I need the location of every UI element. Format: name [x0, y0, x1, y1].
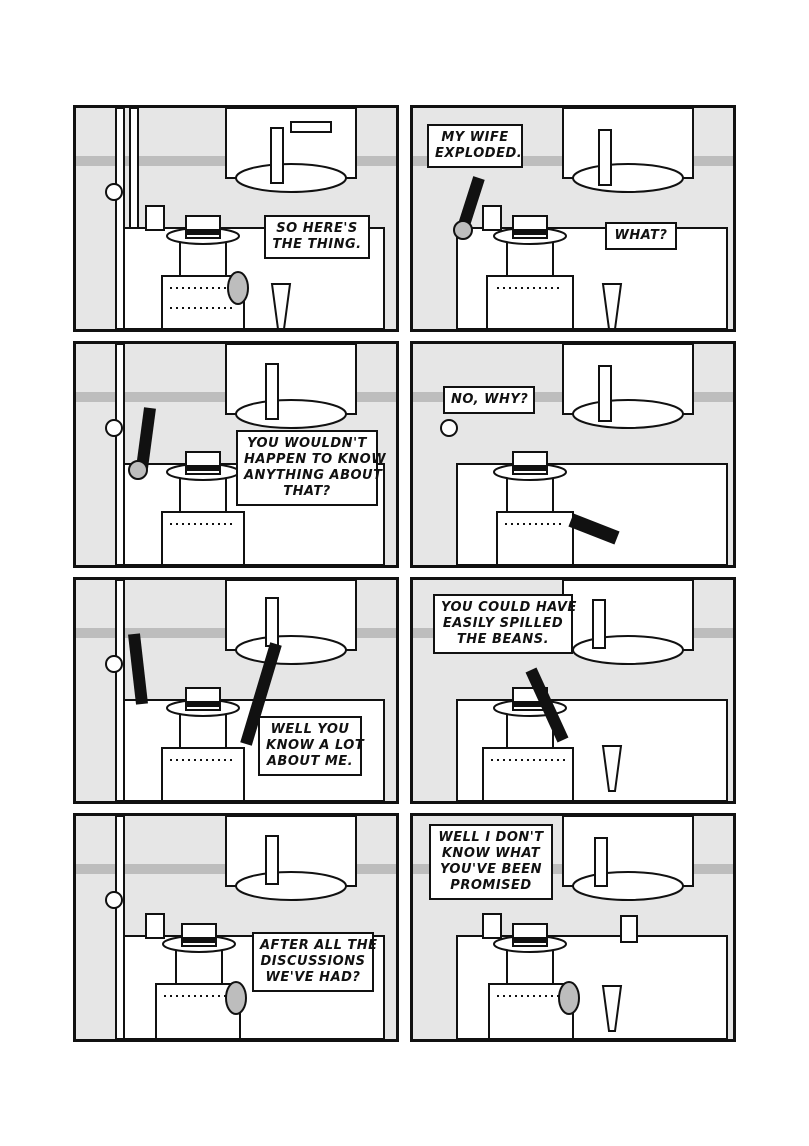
- speech-bubble: YOU COULD HAVE EASILY SPILLED THE BEANS.: [433, 594, 577, 654]
- lab-scene-illustration: [413, 344, 733, 565]
- speech-bubble: WELL YOU KNOW A LOT ABOUT ME.: [258, 716, 365, 776]
- speech-line: HAPPEN TO KNOW: [244, 452, 387, 467]
- speech-bubble: NO, WHY?: [443, 386, 535, 414]
- comic-panel-6: YOU COULD HAVE EASILY SPILLED THE BEANS.: [410, 577, 736, 804]
- speech-bubble: AFTER ALL THE DISCUSSIONS WE'VE HAD?: [252, 932, 378, 992]
- comic-panel-3: YOU WOULDN'T HAPPEN TO KNOW ANYTHING ABO…: [73, 341, 399, 568]
- speech-line: EXPLODED.: [435, 146, 523, 161]
- comic-panel-1: SO HERE'S THE THING.: [73, 105, 399, 332]
- speech-line: KNOW A LOT: [266, 738, 365, 753]
- speech-line: YOU WOULDN'T: [247, 436, 367, 451]
- speech-bubble: MY WIFE EXPLODED.: [427, 124, 523, 168]
- speech-line: THE THING.: [272, 237, 362, 252]
- speech-line: THAT?: [283, 484, 331, 499]
- comic-panel-7: AFTER ALL THE DISCUSSIONS WE'VE HAD?: [73, 813, 399, 1042]
- speech-line: ANYTHING ABOUT: [244, 468, 383, 483]
- comic-panel-4: NO, WHY?: [410, 341, 736, 568]
- speech-line: EASILY SPILLED: [442, 616, 564, 631]
- lab-scene-illustration: [76, 816, 396, 1039]
- speech-line: WELL YOU: [270, 722, 350, 737]
- speech-line: THE BEANS.: [456, 632, 550, 647]
- comic-panel-8: WELL I DON'T KNOW WHAT YOU'VE BEEN PROMI…: [410, 813, 736, 1042]
- speech-bubble: YOU WOULDN'T HAPPEN TO KNOW ANYTHING ABO…: [236, 430, 387, 506]
- speech-line: YOU COULD HAVE: [441, 600, 577, 615]
- speech-line: DISCUSSIONS: [260, 954, 366, 969]
- speech-line: AFTER ALL THE: [260, 938, 378, 953]
- speech-bubble-reply: WHAT?: [605, 222, 677, 250]
- speech-line: YOU'VE BEEN: [439, 862, 543, 877]
- speech-line: PROMISED: [450, 878, 532, 893]
- speech-line: NO, WHY?: [451, 392, 529, 407]
- lab-scene-illustration: [76, 108, 396, 329]
- speech-line: KNOW WHAT: [441, 846, 541, 861]
- speech-line: WELL I DON'T: [438, 830, 544, 845]
- speech-line: WE'VE HAD?: [265, 970, 361, 985]
- comic-panel-5: WELL YOU KNOW A LOT ABOUT ME.: [73, 577, 399, 804]
- comic-panel-2: MY WIFE EXPLODED. WHAT?: [410, 105, 736, 332]
- speech-line: WHAT?: [614, 228, 668, 243]
- speech-bubble: WELL I DON'T KNOW WHAT YOU'VE BEEN PROMI…: [429, 824, 553, 900]
- speech-line: MY WIFE: [441, 130, 509, 145]
- speech-line: SO HERE'S: [276, 221, 358, 236]
- speech-line: ABOUT ME.: [266, 754, 354, 769]
- speech-bubble: SO HERE'S THE THING.: [264, 215, 370, 259]
